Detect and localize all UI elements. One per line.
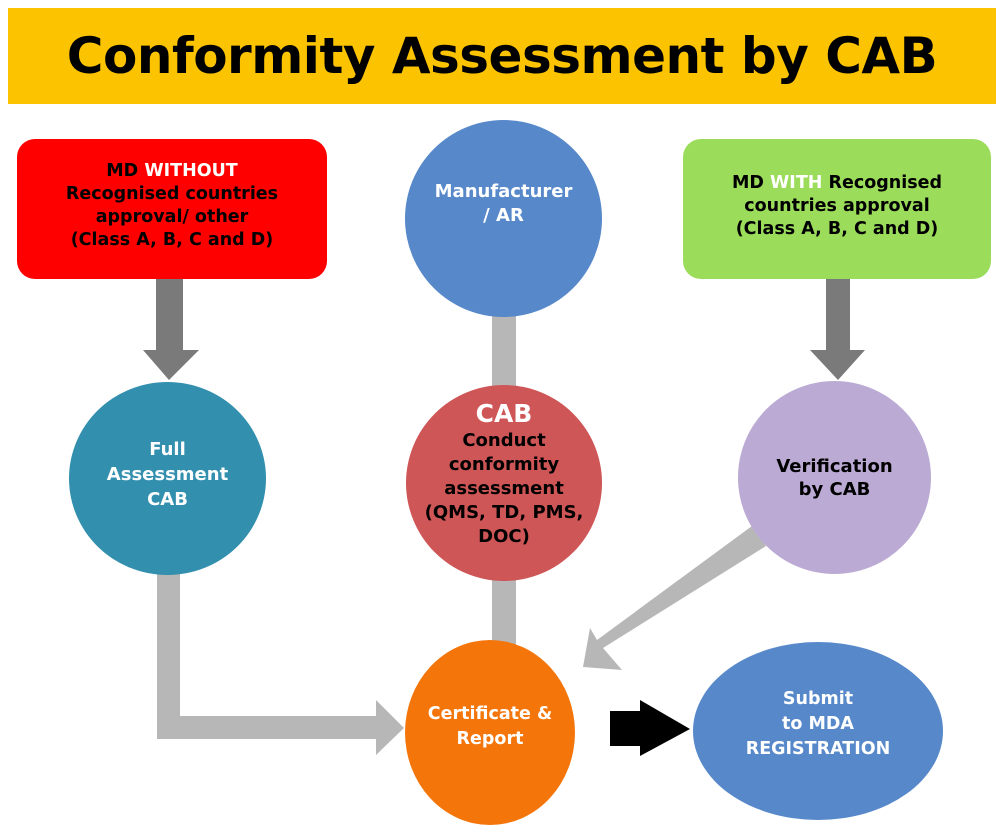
cab-line4: (QMS, TD, PMS, bbox=[424, 502, 584, 523]
certificate-report-node: Certificate & Report bbox=[405, 640, 575, 825]
verification-node: Verification by CAB bbox=[738, 381, 931, 574]
with-line2: countries approval bbox=[744, 195, 930, 216]
cab-line3: assessment bbox=[444, 478, 564, 499]
cab-heading: CAB bbox=[475, 399, 533, 428]
cert-line2: Report bbox=[456, 728, 524, 749]
without-prefix: MD bbox=[106, 161, 139, 181]
submit-registration-node: Submit to MDA REGISTRATION bbox=[693, 642, 943, 820]
submit-line3: REGISTRATION bbox=[745, 738, 891, 759]
with-highlight: WITH bbox=[770, 172, 823, 193]
arrow-with-to-verification bbox=[810, 278, 865, 380]
arrow-without-to-full bbox=[143, 278, 199, 380]
connector-manufacturer-cab bbox=[492, 312, 516, 392]
title-banner: Conformity Assessment by CAB bbox=[8, 8, 996, 104]
full-line1: Full bbox=[149, 439, 186, 460]
arrow-certificate-to-submit bbox=[610, 700, 690, 756]
submit-line2: to MDA bbox=[782, 713, 854, 734]
with-suffix: Recognised bbox=[828, 172, 943, 193]
full-assessment-node: Full Assessment CAB bbox=[69, 382, 266, 575]
verify-line1: Verification bbox=[776, 455, 893, 477]
arrow-full-to-certificate bbox=[157, 570, 404, 755]
without-line3: approval/ other bbox=[95, 207, 249, 227]
without-highlight: WITHOUT bbox=[144, 161, 238, 181]
full-line2: Assessment bbox=[106, 464, 229, 485]
without-line2: Recognised countries bbox=[65, 184, 279, 204]
cert-line1: Certificate & bbox=[427, 703, 553, 724]
cab-line2: conformity bbox=[448, 454, 560, 475]
without-line4: (Class A, B, C and D) bbox=[70, 230, 274, 250]
full-line3: CAB bbox=[147, 489, 188, 510]
manufacturer-line2: / AR bbox=[483, 204, 524, 226]
arrow-verification-to-certificate bbox=[583, 526, 766, 670]
verify-line2: by CAB bbox=[798, 478, 871, 500]
md-without-approval-box: MD WITHOUT Recognised countries approval… bbox=[17, 139, 327, 279]
manufacturer-node: Manufacturer / AR bbox=[405, 120, 602, 317]
cab-conformity-node: CAB Conduct conformity assessment (QMS, … bbox=[406, 385, 602, 581]
md-with-approval-box: MD WITH Recognised countries approval (C… bbox=[683, 139, 991, 279]
with-line3: (Class A, B, C and D) bbox=[735, 218, 939, 239]
cab-line1: Conduct bbox=[462, 430, 546, 451]
connector-cab-certificate bbox=[492, 575, 516, 645]
submit-line1: Submit bbox=[782, 688, 854, 709]
diagram-title: Conformity Assessment by CAB bbox=[66, 27, 938, 85]
manufacturer-line1: Manufacturer bbox=[434, 180, 573, 202]
cab-line5: DOC) bbox=[478, 526, 530, 547]
with-prefix: MD bbox=[731, 172, 764, 193]
